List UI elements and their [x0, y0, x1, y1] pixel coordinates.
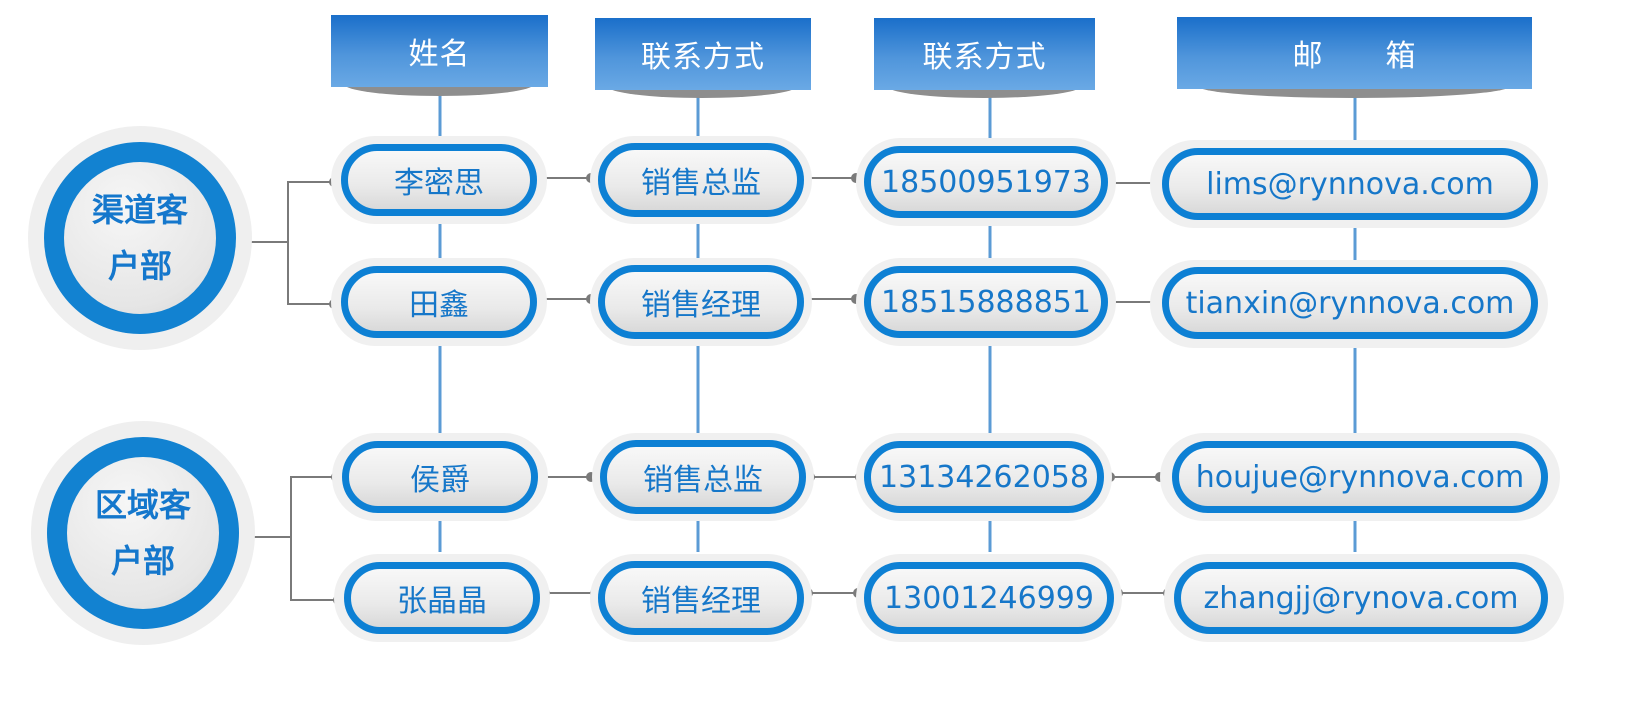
member-phone-pill: 13134262058 [864, 441, 1104, 513]
member-name: 田鑫 [409, 288, 469, 323]
member-name-pill: 张晶晶 [344, 562, 540, 634]
member-name-pill: 李密思 [341, 144, 537, 216]
header-email: 邮 箱 [1177, 17, 1532, 89]
member-title-pill: 销售经理 [598, 561, 804, 635]
header-title: 联系方式 [595, 18, 811, 90]
dept-region-label-line2: 户部 [110, 542, 175, 580]
header-phone: 联系方式 [874, 18, 1095, 90]
dept-channel-label-line1: 渠道客 [91, 191, 188, 229]
member-phone: 13001246999 [884, 580, 1094, 616]
dept1-tree-connector-lower [287, 242, 334, 305]
member-email: houjue@rynnova.com [1195, 459, 1525, 495]
member-email: tianxin@rynnova.com [1185, 285, 1515, 321]
header-title-label: 联系方式 [641, 40, 765, 75]
member-title-pill: 销售总监 [598, 143, 804, 217]
member-name: 李密思 [394, 166, 484, 201]
member-phone-pill: 18515888851 [864, 266, 1108, 338]
dept2-tree-connector [244, 476, 336, 538]
member-email-pill: zhangjj@rynova.com [1174, 562, 1548, 634]
member-name: 张晶晶 [397, 584, 487, 619]
member-name-pill: 田鑫 [341, 266, 537, 338]
header-name-label: 姓名 [408, 37, 471, 72]
member-title-pill: 销售经理 [598, 265, 804, 339]
header-shadow [344, 84, 534, 96]
dept-channel-label-line2: 户部 [107, 247, 172, 285]
member-email-pill: tianxin@rynnova.com [1162, 267, 1538, 339]
member-phone: 13134262058 [879, 459, 1089, 495]
dept1-tree-connector [242, 181, 334, 243]
dept-region-badge: 区域客 户部 [67, 457, 219, 609]
member-title: 销售经理 [641, 584, 761, 619]
member-name: 侯爵 [410, 463, 470, 498]
member-email-pill: houjue@rynnova.com [1172, 441, 1548, 513]
member-title: 销售经理 [641, 288, 761, 323]
member-phone: 18500951973 [881, 164, 1091, 200]
member-phone-pill: 13001246999 [864, 562, 1114, 634]
member-phone: 18515888851 [881, 284, 1091, 320]
header-shadow [1198, 86, 1510, 98]
member-name-pill: 侯爵 [342, 441, 538, 513]
dept2-tree-connector-lower [290, 537, 338, 601]
header-name: 姓名 [331, 15, 548, 87]
member-email: zhangjj@rynova.com [1203, 580, 1519, 616]
header-phone-label: 联系方式 [922, 40, 1047, 75]
dept-region-label-line1: 区域客 [94, 486, 191, 524]
member-title: 销售总监 [643, 463, 763, 498]
header-email-label: 邮 箱 [1292, 39, 1417, 74]
member-title: 销售总监 [641, 166, 761, 201]
member-email-pill: lims@rynnova.com [1162, 148, 1538, 220]
member-phone-pill: 18500951973 [864, 146, 1108, 218]
member-title-pill: 销售总监 [600, 440, 806, 514]
dept-channel-badge: 渠道客 户部 [64, 162, 216, 314]
member-email: lims@rynnova.com [1206, 166, 1494, 202]
